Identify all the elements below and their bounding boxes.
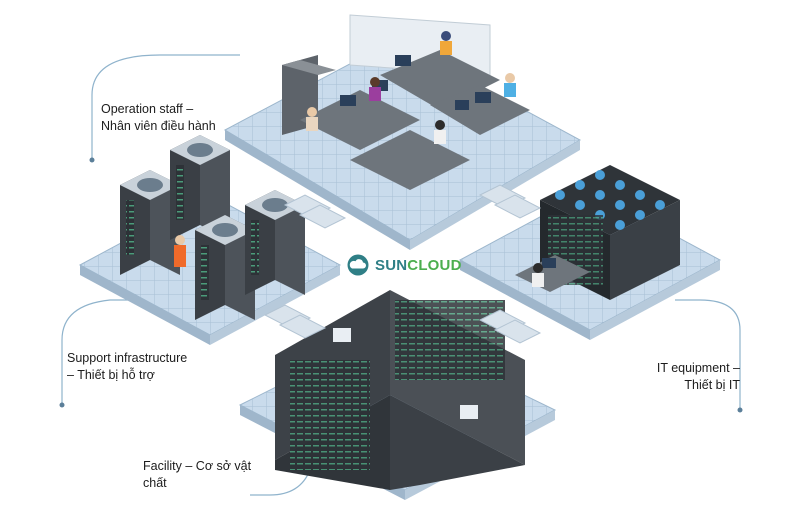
brand-part-2: CLOUD [407,256,462,274]
label-it-line1: IT equipment – [656,361,740,375]
connector-dot-support [59,402,65,408]
stairs [263,184,542,344]
label-support-infrastructure: Support infrastructure – Thiết bị hỗ trợ [67,350,187,384]
label-facility-line1: Facility – Cơ sở vật [143,459,252,473]
suncloud-logo: SUNCLOUD [345,254,462,276]
connector-dot-it [737,407,743,413]
label-facility-line2: chất [143,476,167,490]
it-floor [458,165,722,340]
label-it-equipment: IT equipment – Thiết bị IT [650,360,740,394]
label-it-line2: Thiết bị IT [684,378,740,392]
label-operation-line2: Nhân viên điều hành [101,119,216,133]
connector-dot-operation [89,157,95,163]
label-support-line2: – Thiết bị hỗ trợ [67,368,155,382]
label-support-line1: Support infrastructure [67,351,188,365]
brand-part-1: SUN [375,256,408,274]
label-facility: Facility – Cơ sở vật chất [143,458,251,492]
cooling-units [120,135,305,320]
label-operation-staff: Operation staff – Nhân viên điều hành [101,101,216,135]
cloud-icon [347,254,369,276]
label-operation-line1: Operation staff – [101,102,194,116]
facility-floor [238,290,557,500]
brand-name: SUNCLOUD [375,257,462,274]
